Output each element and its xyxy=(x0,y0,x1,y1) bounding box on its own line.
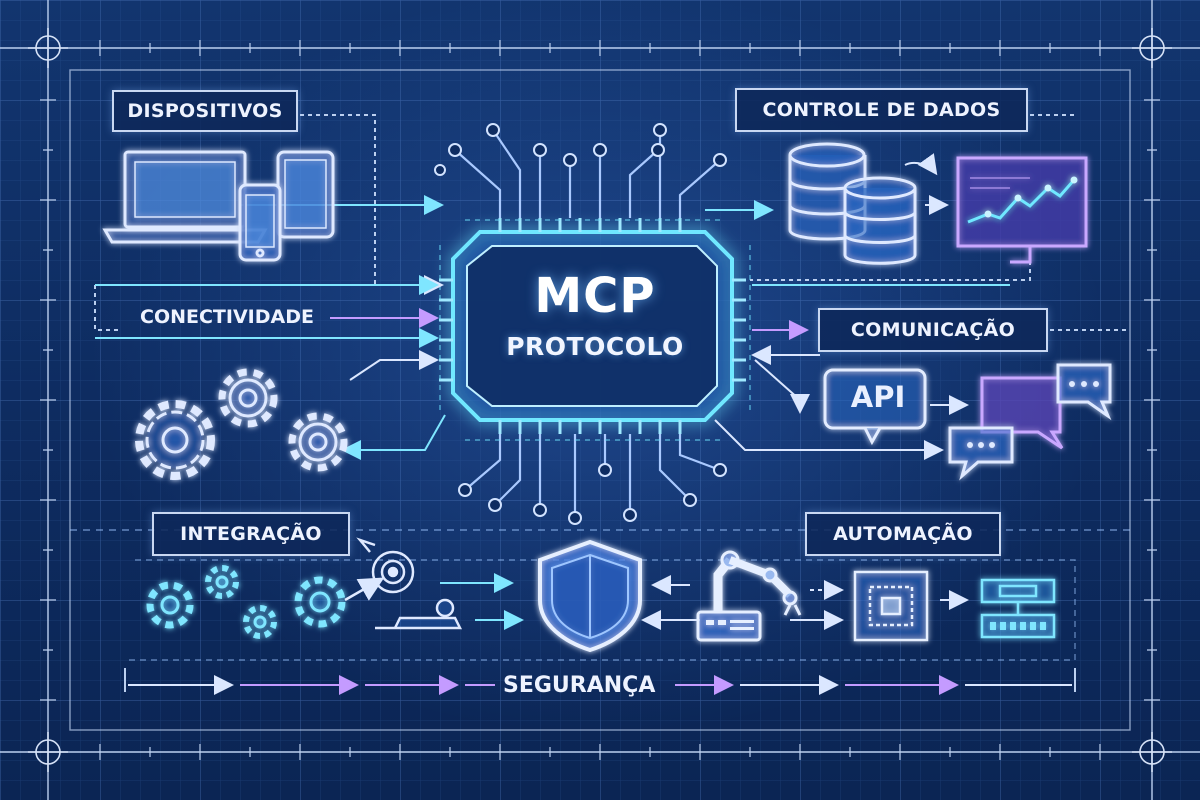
label-comunicacao: COMUNICAÇÃO xyxy=(818,308,1048,352)
frame-ticks xyxy=(40,40,1160,760)
label-seguranca: SEGURANÇA xyxy=(503,673,656,698)
api-bubble xyxy=(823,368,927,446)
label-dispositivos: DISPOSITIVOS xyxy=(112,90,298,132)
chart-monitor-icon xyxy=(956,156,1088,264)
shield-icon xyxy=(538,539,642,653)
tablet-icon xyxy=(276,150,335,239)
bottom-arrows xyxy=(440,573,969,630)
database-icon xyxy=(788,142,917,265)
label-integracao: INTEGRAÇÃO xyxy=(152,512,350,556)
gear-icon xyxy=(135,368,348,480)
bottom-boundary xyxy=(125,559,1076,661)
label-controle-de-dados: CONTROLE DE DADOS xyxy=(735,88,1028,132)
corner-crosshairs xyxy=(28,28,1172,772)
protocol-title: MCP xyxy=(534,268,656,324)
chat-bubble-icon xyxy=(948,363,1112,481)
data-flow-arrow xyxy=(904,153,938,176)
chip-glow-dashes xyxy=(439,219,751,441)
robot-arm-icon xyxy=(696,550,802,642)
label-automacao: AUTOMAÇÃO xyxy=(805,512,1001,556)
laptop-icon xyxy=(102,150,268,244)
probe-tool-icon xyxy=(375,598,463,630)
phone-icon xyxy=(238,183,282,262)
server-rack-icon xyxy=(980,578,1056,639)
api-label: API xyxy=(850,380,906,414)
chip-icon xyxy=(439,218,746,434)
microchip-icon xyxy=(853,570,929,642)
circuit-traces-bottom xyxy=(464,434,721,518)
security-flow xyxy=(124,668,1076,695)
protocol-subtitle: PROTOCOLO xyxy=(506,332,684,361)
circuit-nodes-top xyxy=(434,123,727,176)
circuit-nodes-bottom xyxy=(458,463,727,525)
target-icon xyxy=(344,537,415,602)
gear-icon-bottom xyxy=(146,565,346,639)
label-conectividade: CONECTIVIDADE xyxy=(140,306,314,328)
